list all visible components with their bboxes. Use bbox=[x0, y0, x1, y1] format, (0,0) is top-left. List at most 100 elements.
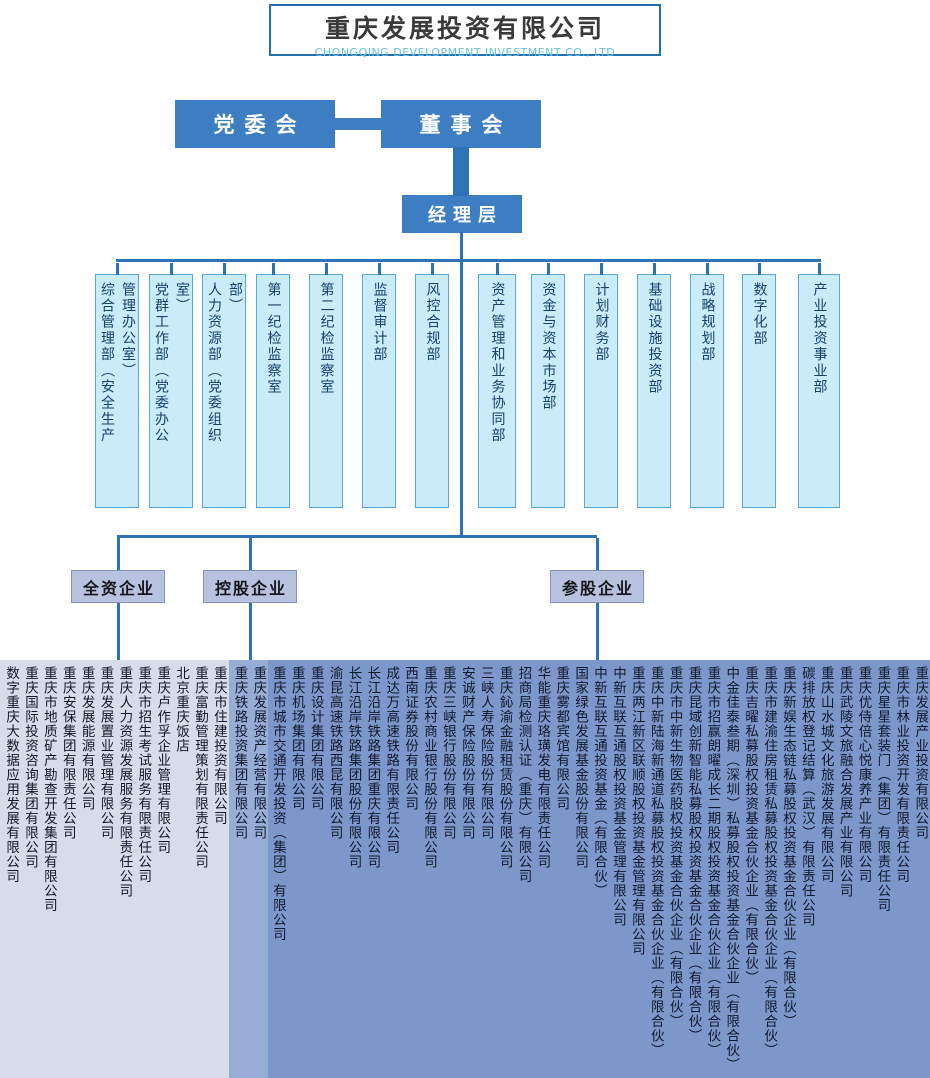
company-name: 重庆雾都宾馆有限公司 bbox=[553, 666, 570, 811]
department-box: 基础设施投资部 bbox=[637, 263, 671, 508]
company-name: 重庆发展产业投资有限公司 bbox=[912, 666, 929, 840]
connector-section-invested bbox=[596, 603, 599, 660]
company-name: 西南证券股份有限公司 bbox=[402, 666, 419, 811]
company-name: 重庆市中新生物医药股权投资基金合伙企业（有限合伙） bbox=[666, 666, 683, 1029]
department-label: 党群工作部（党委办公室） bbox=[153, 282, 190, 444]
company-name: 重庆优侍倍心悦康养产业有限公司 bbox=[855, 666, 872, 884]
company-name: 招商局检测认证（重庆）有限公司 bbox=[515, 666, 532, 884]
company-title: 重庆发展投资有限公司 bbox=[324, 14, 605, 43]
department-box: 资金与资本市场部 bbox=[531, 263, 565, 508]
company-name: 重庆铁路投资集团有限公司 bbox=[231, 666, 248, 840]
company-name: 重庆新娱生态链私募股权投资基金合伙企业（有限合伙） bbox=[779, 666, 796, 1029]
company-title-box: 重庆发展投资有限公司 CHONGQING DEVELOPMENT INVESTM… bbox=[269, 4, 661, 59]
company-subtitle-en: CHONGQING DEVELOPMENT INVESTMENT CO., LT… bbox=[314, 46, 616, 59]
company-name: 重庆富勤管理策划有限责任公司 bbox=[191, 666, 208, 869]
company-name: 重庆市建渝住房租赁私募股权投资基金合伙企业（有限合伙） bbox=[761, 666, 778, 1058]
company-name: 重庆国际投资咨询集团有限公司 bbox=[21, 666, 38, 869]
connector-category-distributor bbox=[117, 535, 597, 538]
company-name: 重庆发展置业管理有限公司 bbox=[97, 666, 114, 840]
company-name: 国家绿色发展基金股份有限公司 bbox=[572, 666, 589, 869]
connector-drop-wholly bbox=[117, 538, 120, 570]
connector-board-management bbox=[453, 147, 469, 196]
department-box: 产业投资事业部 bbox=[798, 263, 840, 508]
connector-party-board bbox=[335, 118, 381, 130]
company-name: 中新互联互通投资基金（有限合伙） bbox=[591, 666, 608, 898]
category-wholly-owned: 全资企业 bbox=[71, 570, 165, 603]
department-box: 党群工作部（党委办公室） bbox=[149, 263, 193, 508]
company-name: 重庆武陵文旅融合发展产业有限公司 bbox=[836, 666, 853, 898]
department-label: 监督审计部 bbox=[371, 282, 388, 363]
company-name: 重庆两江新区联顺股权投资基金管理有限公司 bbox=[628, 666, 645, 956]
company-name: 重庆鈊渝金融租赁股份有限公司 bbox=[496, 666, 513, 869]
company-name: 重庆市城市交通开发投资（集团）有限公司 bbox=[269, 666, 286, 942]
company-name: 重庆农村商业银行股份有限公司 bbox=[421, 666, 438, 869]
company-name: 重庆发展能源有限公司 bbox=[78, 666, 95, 811]
company-name: 安诚财产保险股份有限公司 bbox=[458, 666, 475, 840]
department-box: 第二纪检监察室 bbox=[309, 263, 343, 508]
company-name: 重庆市地质矿产勘查开发集团有限公司 bbox=[40, 666, 57, 913]
company-name: 重庆发展资产经营有限公司 bbox=[250, 666, 267, 840]
company-name: 重庆设计集团有限公司 bbox=[307, 666, 324, 811]
company-name: 华能重庆珞璜发电有限责任公司 bbox=[534, 666, 551, 869]
connector-section-wholly bbox=[117, 603, 120, 660]
wholly-owned-company-list: 数字重庆大数据应用发展有限公司 重庆国际投资咨询集团有限公司 重庆市地质矿产勘查… bbox=[0, 660, 229, 1078]
company-name: 渝昆高速铁路西昆有限公司 bbox=[326, 666, 343, 840]
department-box: 综合管理部（安全生产管理办公室） bbox=[95, 263, 139, 508]
company-name: 中新互联互通股权投资基金管理有限公司 bbox=[609, 666, 626, 927]
department-label: 战略规划部 bbox=[699, 282, 716, 363]
connector-drop-invested bbox=[596, 538, 599, 570]
company-name: 三峡人寿保险股份有限公司 bbox=[477, 666, 494, 840]
invested-company-list: 重庆市城市交通开发投资（集团）有限公司 重庆机场集团有限公司 重庆设计集团有限公… bbox=[268, 660, 930, 1078]
company-name: 中金佳泰叁期（深圳）私募股权投资基金合伙企业（有限合伙） bbox=[723, 666, 740, 1072]
department-box: 战略规划部 bbox=[690, 263, 724, 508]
department-box: 人力资源部（党委组织部） bbox=[202, 263, 246, 508]
department-box: 第一纪检监察室 bbox=[256, 263, 290, 508]
category-holding: 控股企业 bbox=[203, 570, 297, 603]
department-box: 资产管理和业务协同部 bbox=[478, 263, 516, 508]
department-label: 人力资源部（党委组织部） bbox=[206, 282, 243, 444]
department-label: 风控合规部 bbox=[424, 282, 441, 363]
company-name: 重庆星星套装门（集团）有限责任公司 bbox=[874, 666, 891, 913]
company-name: 重庆昆域创新智能私募股权投资基金合伙企业（有限合伙） bbox=[685, 666, 702, 1043]
company-name: 重庆安保集团有限责任公司 bbox=[59, 666, 76, 840]
holding-company-list: 重庆铁路投资集团有限公司 重庆发展资产经营有限公司 bbox=[229, 660, 268, 1078]
category-invested: 参股企业 bbox=[550, 570, 644, 603]
connector-drop-holding bbox=[249, 538, 252, 570]
department-label: 基础设施投资部 bbox=[646, 282, 663, 396]
company-name: 重庆市住建投资有限公司 bbox=[210, 666, 227, 826]
management-layer-node: 经理层 bbox=[402, 195, 522, 233]
company-name: 长江沿岸铁路集团重庆有限公司 bbox=[364, 666, 381, 869]
department-box: 监督审计部 bbox=[362, 263, 396, 508]
department-label: 综合管理部（安全生产管理办公室） bbox=[99, 282, 136, 444]
department-label: 产业投资事业部 bbox=[811, 282, 828, 396]
department-label: 计划财务部 bbox=[593, 282, 610, 363]
company-name: 数字重庆大数据应用发展有限公司 bbox=[3, 666, 20, 884]
company-name: 长江沿岸铁路集团股份有限公司 bbox=[345, 666, 362, 869]
party-committee-node: 党委会 bbox=[175, 100, 335, 148]
company-name: 重庆山水城文化旅游发展有限公司 bbox=[817, 666, 834, 884]
department-label: 第一纪检监察室 bbox=[265, 282, 282, 396]
company-name: 重庆机场集团有限公司 bbox=[288, 666, 305, 811]
company-name: 北京重庆饭店 bbox=[173, 666, 190, 753]
company-name: 成达万高速铁路有限责任公司 bbox=[383, 666, 400, 855]
connector-department-distributor bbox=[116, 259, 821, 262]
connector-main-vertical bbox=[460, 232, 463, 538]
company-name: 碳排放权登记结算（武汉）有限责任公司 bbox=[798, 666, 815, 927]
company-name: 重庆吉曜私募股权投资基金合伙企业（有限合伙） bbox=[742, 666, 759, 985]
company-name: 重庆市招生考试服务有限责任公司 bbox=[135, 666, 152, 884]
company-name: 重庆市林业投资开发有限责任公司 bbox=[893, 666, 910, 884]
company-name: 重庆人力资源发展服务有限责任公司 bbox=[116, 666, 133, 898]
company-name: 重庆卢作孚企业管理有限公司 bbox=[154, 666, 171, 855]
department-box: 风控合规部 bbox=[415, 263, 449, 508]
connector-section-holding bbox=[249, 603, 252, 660]
company-name: 重庆三峡银行股份有限公司 bbox=[439, 666, 456, 840]
department-label: 第二纪检监察室 bbox=[318, 282, 335, 396]
department-label: 资金与资本市场部 bbox=[540, 282, 557, 412]
company-name: 重庆中新陆海新通道私募股权投资基金合伙企业（有限合伙） bbox=[647, 666, 664, 1058]
department-label: 资产管理和业务协同部 bbox=[489, 282, 506, 444]
department-box: 数字化部 bbox=[742, 263, 776, 508]
department-label: 数字化部 bbox=[751, 282, 768, 347]
board-of-directors-node: 董事会 bbox=[381, 100, 541, 148]
department-box: 计划财务部 bbox=[584, 263, 618, 508]
